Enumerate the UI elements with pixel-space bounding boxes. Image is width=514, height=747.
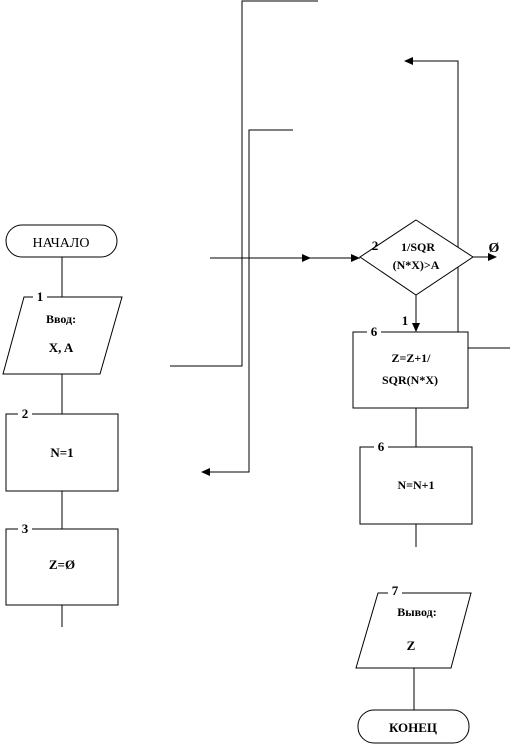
connector-loop-top [170, 0, 318, 367]
input-line-1: Ввод: [46, 312, 76, 326]
input-line-2: X, A [49, 340, 74, 355]
init-z-block: 3 Z=Ø [5, 521, 119, 606]
init-z-num-bg [18, 522, 32, 536]
init-n-block: 2 N=1 [5, 406, 119, 492]
end-terminator: КОНЕЦ [357, 709, 470, 744]
connector-lines [61, 0, 510, 710]
arrow-yes-head [412, 323, 420, 332]
init-n-label: N=1 [50, 445, 73, 460]
increment-n-label: N=N+1 [397, 478, 434, 492]
decision-line-1: 1/SQR [401, 240, 435, 254]
output-line-2: Z [407, 638, 416, 653]
connector-loop-return [207, 129, 293, 473]
start-label: НАЧАЛО [33, 236, 90, 251]
increment-n-num: 6 [378, 439, 385, 454]
increment-n-shape [359, 446, 473, 525]
output-num-bg [388, 584, 402, 598]
output-shape [355, 592, 472, 669]
accumulate-z-line-2: SQR(N*X) [382, 373, 438, 387]
input-num-bg [33, 290, 47, 304]
increment-n-block: 6 N=N+1 [359, 439, 473, 525]
decision-no-label: Ø [489, 241, 500, 256]
output-block: 7 Вывод: Z [355, 583, 472, 669]
arrow-mid-head [302, 254, 311, 262]
init-z-num: 3 [22, 521, 29, 536]
decision-num: 2 [372, 238, 379, 253]
input-num: 1 [37, 289, 44, 304]
init-z-label: Z=Ø [49, 557, 75, 572]
input-shape [2, 296, 123, 375]
decision-block: 2 1/SQR (N*X)>A 1 Ø [359, 219, 500, 328]
arrow-decision-head [351, 254, 360, 262]
decision-yes-label: 1 [402, 313, 409, 328]
increment-n-num-bg [374, 439, 388, 453]
init-z-shape [5, 528, 119, 606]
accumulate-z-line-1: Z=Z+1/ [391, 351, 431, 365]
accumulate-z-num: 6 [371, 324, 378, 339]
arrow-loop-head [404, 57, 413, 65]
init-n-shape [5, 413, 119, 492]
accumulate-z-block: 6 Z=Z+1/ SQR(N*X) [352, 324, 469, 409]
arrow-no-head [488, 253, 497, 261]
start-terminator: НАЧАЛО [5, 224, 118, 258]
output-line-1: Вывод: [397, 605, 437, 619]
decision-shape [359, 219, 474, 296]
init-n-num-bg [18, 407, 32, 421]
accumulate-z-shape [352, 331, 469, 409]
init-n-num: 2 [22, 406, 29, 421]
line-loop-back [408, 60, 459, 332]
arrow-left-head [201, 468, 210, 476]
end-shape [357, 709, 470, 744]
output-num: 7 [392, 583, 399, 598]
input-block: 1 Ввод: X, A [2, 289, 123, 375]
decision-line-2: (N*X)>A [393, 258, 440, 272]
end-label: КОНЕЦ [389, 720, 437, 735]
accumulate-z-num-bg [367, 324, 381, 338]
start-shape [5, 224, 118, 258]
